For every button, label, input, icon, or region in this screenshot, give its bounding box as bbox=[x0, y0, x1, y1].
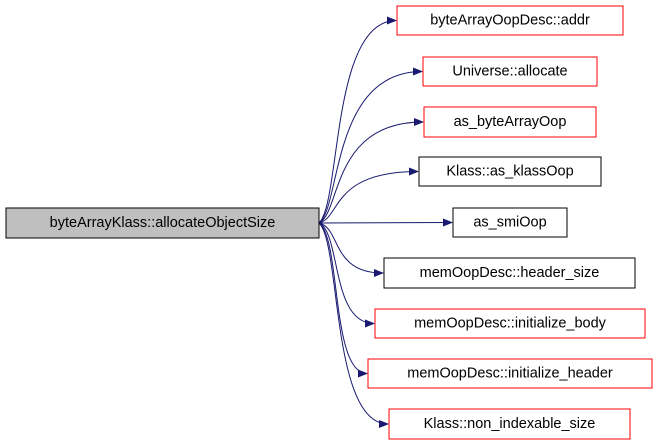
callee-node-label: as_smiOop bbox=[473, 215, 546, 231]
callee-node-box bbox=[374, 308, 646, 339]
edge-to-klass-non-indexable-size bbox=[318, 222, 389, 428]
callee-node-label: Universe::allocate bbox=[452, 64, 567, 80]
callee-node-as-smioop[interactable]: as_smiOop bbox=[452, 207, 568, 238]
callee-node-label: as_byteArrayOop bbox=[454, 114, 567, 130]
callee-node-memoopdesc-header-size[interactable]: memOopDesc::header_size bbox=[383, 257, 636, 289]
edge-to-memoopdesc-header-size bbox=[318, 222, 384, 277]
edge-to-as-bytearrayoop bbox=[318, 118, 424, 224]
callee-node-label: Klass::non_indexable_size bbox=[424, 416, 596, 432]
edge-to-as-smioop bbox=[318, 218, 453, 227]
callee-node-label: memOopDesc::initialize_body bbox=[414, 316, 607, 332]
callee-node-label: byteArrayOopDesc::addr bbox=[430, 13, 590, 29]
callee-node-box bbox=[452, 207, 568, 238]
callee-node-box bbox=[422, 56, 598, 87]
callee-node-universe-allocate[interactable]: Universe::allocate bbox=[422, 56, 598, 87]
callee-node-bytearrayoopdesc-addr[interactable]: byteArrayOopDesc::addr bbox=[396, 5, 624, 36]
callee-node-klass-as-klassoop[interactable]: Klass::as_klassOop bbox=[418, 156, 602, 187]
callee-node-label: memOopDesc::header_size bbox=[420, 265, 600, 281]
edge-to-memoopdesc-initialize-header bbox=[318, 222, 368, 378]
callee-node-label: Klass::as_klassOop bbox=[446, 164, 573, 180]
callee-node-as-bytearrayoop[interactable]: as_byteArrayOop bbox=[423, 106, 597, 138]
callee-node-box bbox=[367, 358, 653, 389]
edge-to-universe-allocate bbox=[318, 67, 423, 224]
callee-node-box bbox=[423, 106, 597, 138]
callee-node-box bbox=[388, 408, 631, 440]
callee-node-memoopdesc-initialize-body[interactable]: memOopDesc::initialize_body bbox=[374, 308, 646, 339]
edge-to-klass-as-klassoop bbox=[318, 167, 419, 224]
callee-nodes: byteArrayOopDesc::addrUniverse::allocate… bbox=[367, 5, 653, 440]
callee-node-klass-non-indexable-size[interactable]: Klass::non_indexable_size bbox=[388, 408, 631, 440]
callee-node-box bbox=[418, 156, 602, 187]
edge-to-bytearrayoopdesc-addr bbox=[318, 16, 397, 224]
root-node-label: byteArrayKlass::allocateObjectSize bbox=[50, 215, 276, 231]
callee-node-box bbox=[396, 5, 624, 36]
callee-node-label: memOopDesc::initialize_header bbox=[407, 366, 613, 382]
edge-to-memoopdesc-initialize-body bbox=[318, 222, 375, 328]
call-edges bbox=[318, 16, 453, 428]
callee-node-box bbox=[383, 257, 636, 289]
callee-node-memoopdesc-initialize-header[interactable]: memOopDesc::initialize_header bbox=[367, 358, 653, 389]
root-node[interactable]: byteArrayKlass::allocateObjectSize bbox=[5, 207, 320, 239]
